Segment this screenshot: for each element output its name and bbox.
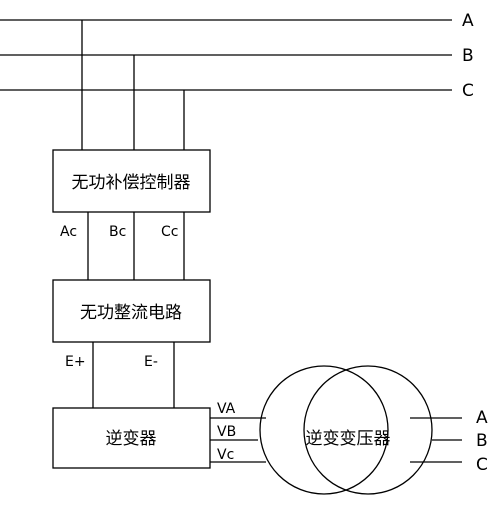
out-label-b: B (476, 431, 488, 451)
port-label-ac: Ac (60, 224, 77, 240)
controller-label: 无功补偿控制器 (72, 173, 191, 193)
inverter-label: 逆变器 (106, 429, 157, 449)
transformer-primary-winding (259, 365, 389, 495)
bus-label-b: B (462, 46, 474, 66)
transformer-label: 逆变变压器 (306, 429, 391, 449)
port-label-bc: Bc (109, 224, 126, 240)
rectifier-label: 无功整流电路 (80, 303, 182, 323)
port-label-vb: VB (217, 424, 236, 440)
controller-block (52, 149, 211, 213)
port-label-vc: Vc (217, 447, 234, 463)
transformer-secondary-winding (303, 365, 433, 495)
out-label-a: A (476, 408, 488, 428)
port-label-e-minus: E- (144, 354, 158, 370)
port-label-cc: Cc (161, 224, 178, 240)
out-label-c: C (476, 455, 488, 475)
bus-label-c: C (462, 81, 474, 101)
inverter-block (52, 407, 211, 469)
bus-label-a: A (462, 11, 474, 31)
port-label-va: VA (217, 401, 236, 417)
rectifier-block (52, 279, 211, 343)
port-label-e-plus: E+ (65, 354, 86, 370)
